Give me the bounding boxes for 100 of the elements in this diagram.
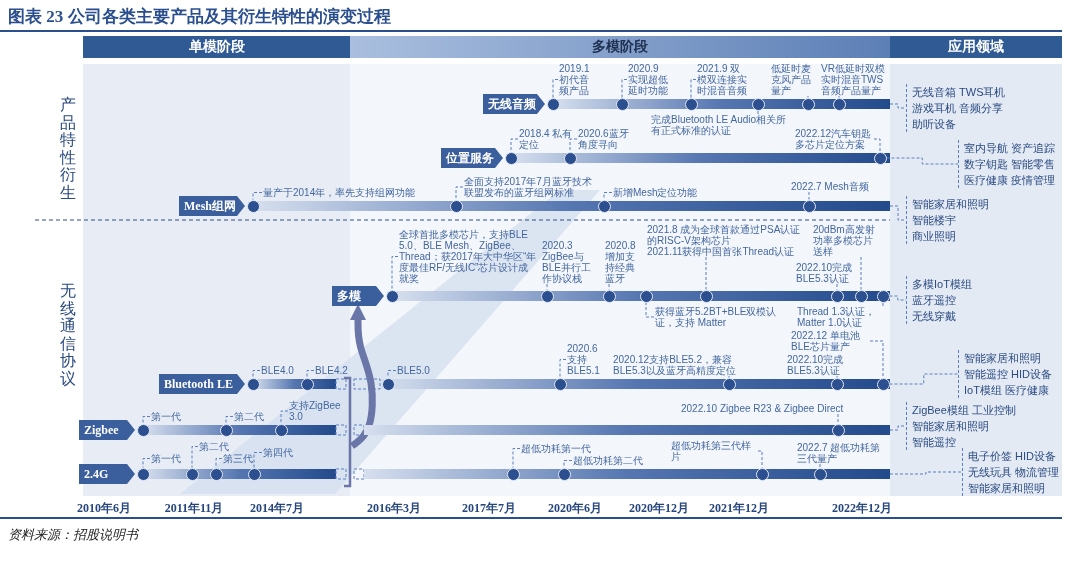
milestone-text: 支持ZigBee 3.0	[288, 400, 344, 422]
application-item: 商业照明	[912, 229, 957, 244]
leader-line	[391, 256, 399, 290]
leader-line	[510, 138, 519, 152]
axis-date-label: 2010年6月	[77, 500, 131, 517]
application-item: 智能家居和照明	[912, 419, 990, 434]
milestone-text: 2020.6支持BLE5.1	[566, 343, 606, 376]
row-label: 2.4G	[79, 464, 135, 484]
leader-line	[757, 110, 759, 115]
application-list	[906, 402, 1016, 450]
application-item: 智能家居和照明	[912, 197, 989, 212]
milestone-text: 2020.12支持BLE5.2，兼容BLE5.3以及蓝牙高精度定位	[612, 354, 738, 376]
application-list	[962, 448, 1060, 496]
leader-line	[142, 416, 151, 424]
leader-line	[690, 79, 697, 98]
milestone-text: 低延时麦克风产品量产	[770, 63, 812, 96]
milestone-text: 第二代	[233, 411, 273, 422]
milestone-text: 2021.8 成为全球首款通过PSA认证的RISC-V架构芯片	[647, 224, 802, 246]
milestone-text: 量产于2014年，率先支持组网功能	[262, 187, 437, 198]
milestone-text: 第三代	[222, 453, 258, 464]
stage-header: 应用领域	[890, 36, 1062, 58]
application-item: 游戏耳机 音频分享	[912, 101, 1005, 116]
leader-line	[645, 302, 655, 318]
row-label: Bluetooth LE	[159, 374, 245, 394]
arrow	[350, 304, 376, 449]
milestone-text: 2020.3 ZigBee与BLE并行工作协议栈	[541, 240, 601, 284]
axis-date-label: 2022年12月	[832, 500, 892, 517]
timeline-bar	[364, 425, 890, 435]
milestone-text: 2022.10 Zigbee R23 & Zigbee Direct	[680, 403, 880, 414]
leader-line	[455, 186, 464, 200]
leader-line	[807, 95, 809, 98]
milestone-text: VR低延时双模实时混音TWS音频产品量产	[820, 63, 888, 96]
row-label: Mesh组网	[179, 196, 245, 216]
section-label: 无线通信协议	[60, 282, 76, 388]
application-item: 智能遥控	[912, 435, 957, 450]
axis-date-label: 2011年11月	[164, 500, 224, 517]
axis-date-label: 2020年12月	[629, 500, 689, 517]
leader-line	[838, 95, 840, 98]
milestone-text: BLE4.0	[260, 365, 300, 376]
milestone-text: 获得蓝牙5.2BT+BLE双模认证，支持 Matter	[654, 306, 778, 328]
leader-line	[546, 283, 548, 290]
milestone-text: BLE5.0	[396, 365, 436, 376]
application-item: 电子价签 HID设备	[968, 449, 1057, 464]
leader-line	[873, 138, 881, 152]
leader-line	[191, 446, 199, 468]
leader-line	[705, 256, 707, 290]
leader-line	[569, 138, 578, 152]
leader-line	[860, 256, 862, 290]
application-item: 多模IoT模组	[912, 277, 972, 292]
leader-line	[757, 450, 763, 468]
milestone-text: 第二代	[198, 441, 234, 452]
milestone-text: 2018.4 私有定位	[518, 128, 574, 150]
milestone-text: 完成Bluetooth LE Audio相关所有正式标准的认证	[650, 114, 792, 136]
milestone-text: 新增Mesh定位功能	[612, 187, 712, 198]
application-item: 数字钥匙 智能零售	[964, 157, 1056, 172]
milestone-text: 2020.9 实现超低延时功能	[627, 63, 669, 96]
application-list	[906, 84, 1006, 132]
application-item: 无线穿戴	[912, 309, 957, 324]
application-item: 室内导航 资产追踪	[964, 141, 1056, 156]
leader-line	[837, 413, 839, 424]
connector-line	[889, 373, 959, 385]
stage-header: 单模阶段	[83, 36, 350, 58]
application-item: 医疗健康 疫情管理	[964, 173, 1056, 188]
stage-header: 多模阶段	[350, 36, 890, 58]
milestone-text: 超低功耗第一代	[520, 443, 592, 454]
leader-line	[280, 410, 289, 424]
leader-line	[225, 416, 234, 424]
leader-line	[142, 458, 151, 468]
milestone-text: 2019.1 初代音频产品	[558, 63, 594, 96]
milestone-text: 全面支持2017年7月蓝牙技术联盟发布的蓝牙组网标准	[463, 176, 597, 198]
milestone-text: 第四代	[262, 447, 298, 458]
row-label: 无线音频	[483, 94, 545, 114]
leader-line	[836, 283, 838, 290]
application-item: 助听设备	[912, 117, 957, 132]
application-item: 智能遥控 HID设备	[964, 367, 1052, 382]
milestone-text: 超低功耗第三代样片	[670, 440, 758, 462]
connector-line	[889, 103, 907, 109]
axis-date-label: 2016年3月	[367, 500, 421, 517]
application-item: 智能家居和照明	[964, 351, 1042, 366]
leader-line	[808, 191, 810, 200]
leader-line	[563, 460, 573, 468]
leader-line	[552, 79, 559, 98]
milestone-text: 超低功耗第二代	[572, 455, 644, 466]
source-note: 资料来源：招股说明书	[8, 526, 138, 544]
application-list	[958, 350, 1052, 398]
leader-line	[306, 370, 315, 378]
leader-line	[559, 359, 567, 378]
leader-line	[603, 192, 613, 200]
application-item: 无线音箱 TWS耳机	[912, 85, 1006, 100]
leader-line	[387, 370, 397, 378]
connector-line	[889, 295, 907, 301]
axis-date-label: 2021年12月	[709, 500, 769, 517]
application-list	[958, 140, 1056, 188]
milestone-text: 2022.7 Mesh音频	[790, 181, 870, 192]
milestone-text: 2022.12 单电池BLE芯片量产	[790, 330, 870, 352]
milestone-text: 20dBm高发射功率多模芯片送样	[812, 224, 882, 257]
milestone-text: 2021.11获得中国首张Thread认证	[647, 246, 796, 257]
leader-line	[882, 302, 884, 307]
milestone-text: Thread 1.3认证，Matter 1.0认证	[796, 306, 886, 328]
connector-line	[886, 157, 959, 165]
